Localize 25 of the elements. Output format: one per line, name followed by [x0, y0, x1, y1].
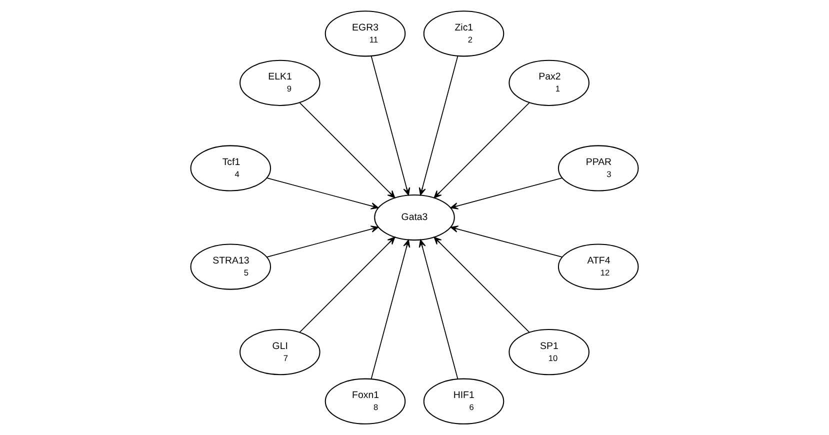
node-ellipse: PPAR 3 [558, 145, 639, 192]
node-ellipse: GLI 7 [240, 329, 320, 376]
node-ellipse: Foxn1 8 [324, 378, 406, 424]
node-ellipse: Gata3 [374, 194, 455, 241]
arrow [370, 240, 410, 380]
node-ellipse: SP1 10 [508, 329, 590, 376]
arrow [434, 102, 530, 198]
arrow [299, 236, 396, 333]
arrow [370, 56, 410, 196]
node-ellipse: Pax2 1 [508, 60, 590, 106]
arrow [266, 226, 379, 258]
arrow [299, 102, 396, 198]
node-ellipse: ELK1 9 [240, 60, 320, 106]
arrow [450, 226, 563, 258]
node-ellipse: Zic1 2 [423, 10, 504, 57]
node-ellipse: Tcf1 4 [190, 145, 272, 192]
arrow [418, 240, 458, 380]
node-ellipse: HIF1 6 [423, 378, 504, 424]
arrow [434, 236, 530, 333]
arrow [418, 56, 458, 196]
node-ellipse: EGR3 11 [324, 10, 406, 57]
node-ellipse: STRA13 5 [190, 244, 272, 290]
arrow [266, 177, 379, 210]
node-ellipse: ATF4 12 [558, 244, 639, 290]
arrow [450, 177, 563, 210]
